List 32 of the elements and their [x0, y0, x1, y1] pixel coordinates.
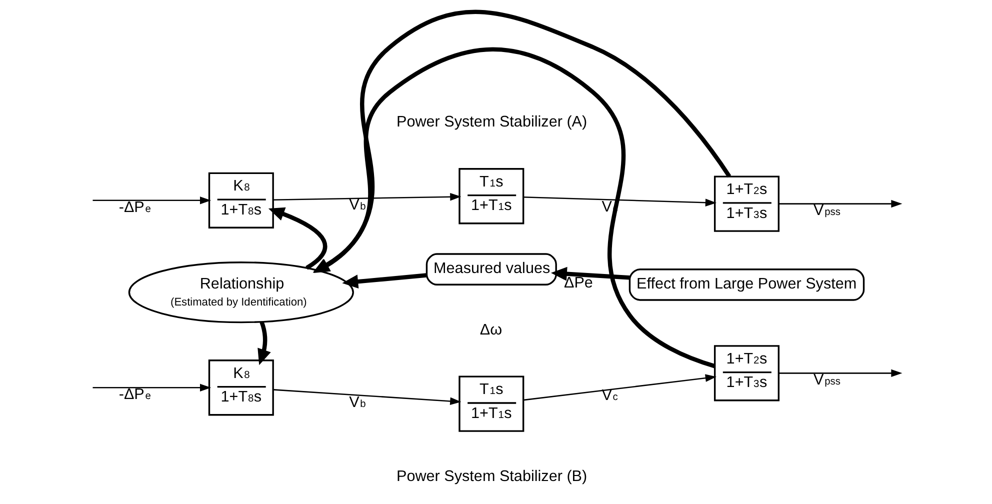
- node-box: Effect from Large Power System: [628, 268, 864, 301]
- arrow: [522, 374, 716, 401]
- arrow: [778, 369, 902, 378]
- arrow: [522, 196, 716, 206]
- label: Power System Stabilizer (A): [396, 114, 587, 131]
- arrow: [272, 192, 461, 201]
- node-box: Measured values: [425, 253, 556, 286]
- node-box: T1s 1+T1s: [458, 168, 524, 224]
- arrow: [268, 207, 327, 270]
- node-box: K8 1+T8s: [208, 360, 274, 416]
- arrow: [550, 266, 630, 281]
- edge-label: Vb: [348, 394, 366, 412]
- edge-label: ΔPe: [563, 274, 592, 292]
- node-box: T1s 1+T1s: [458, 376, 524, 432]
- label: Δω: [479, 321, 502, 338]
- node-box: K8 1+T8s: [208, 172, 274, 228]
- edge-label: -ΔPe: [118, 386, 150, 404]
- node-ellipse: Relationship (Estimated by Identification): [128, 262, 354, 324]
- edge-label: Vpss: [813, 202, 840, 220]
- label: Power System Stabilizer (B): [396, 468, 587, 485]
- edge-label: Vpss: [813, 372, 840, 389]
- edge-label: V: [601, 198, 612, 216]
- arrow: [342, 273, 426, 289]
- edge-label: Vb: [348, 196, 366, 214]
- arrow: [92, 384, 211, 392]
- arrow: [92, 196, 211, 204]
- arrow: [778, 200, 902, 208]
- node-box: 1+T2s 1+T3s: [713, 345, 779, 402]
- edge-label: -ΔPe: [118, 198, 150, 216]
- arrow: [272, 389, 461, 406]
- node-box: 1+T2s 1+T3s: [713, 176, 779, 232]
- arrow: [257, 321, 270, 366]
